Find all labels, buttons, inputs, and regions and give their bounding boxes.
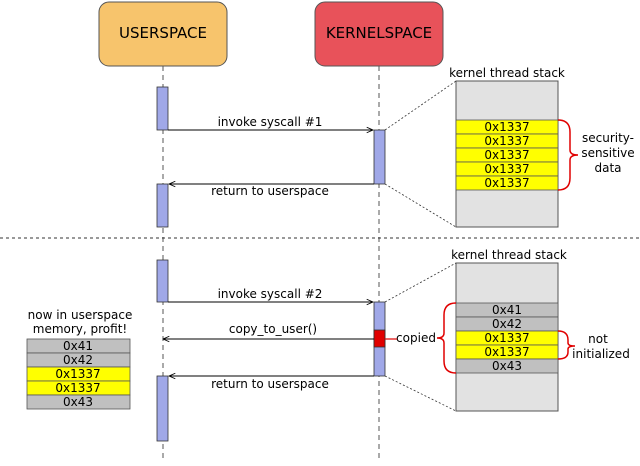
copied-brace-icon (436, 302, 457, 374)
copy-to-user-label: copy_to_user() (229, 322, 317, 336)
userspace-header-label: USERSPACE (119, 24, 207, 42)
user-memory-cell-text: 0x41 (63, 339, 93, 353)
user-activation-3 (156, 259, 169, 303)
top-annotation-line-2: sensitive (581, 146, 634, 160)
copy-marker (373, 329, 386, 348)
top-annotation-line-1: security- (582, 131, 634, 145)
invoke-syscall-1-label: invoke syscall #1 (218, 115, 323, 129)
bottom-stack-cell-text: 0x1337 (484, 345, 529, 359)
user-note-line-2: memory, profit! (33, 322, 127, 336)
top-stack-cell (455, 175, 559, 191)
user-activation-4 (156, 375, 169, 442)
top-stack-cell-text: 0x1337 (484, 148, 529, 162)
top-stack-cell-text: 0x1337 (484, 162, 529, 176)
user-memory-cells: 0x41 0x42 0x1337 0x1337 0x43 (26, 338, 131, 410)
bottom-zoom-line-upper (384, 262, 457, 303)
top-brace-icon (557, 119, 579, 191)
top-stack-cell-text: 0x1337 (484, 176, 529, 190)
bottom-stack-cell-text: 0x42 (492, 317, 522, 331)
bottom-zoom-line-lower (384, 375, 457, 412)
top-stack-cells: 0x1337 0x1337 0x1337 0x1337 0x1337 (455, 119, 559, 191)
top-stack-cell-text: 0x1337 (484, 134, 529, 148)
user-activation-2 (156, 183, 169, 228)
bottom-stack-cell (455, 358, 559, 374)
bottom-stack-cell-text: 0x43 (492, 359, 522, 373)
user-memory-cell-text: 0x1337 (55, 381, 100, 395)
bottom-stack-title: kernel thread stack (451, 248, 567, 262)
not-initialized-line-1: not (588, 332, 608, 346)
copied-label: copied (396, 331, 436, 345)
top-stack-title: kernel thread stack (449, 66, 565, 80)
kernelspace-header-label: KERNELSPACE (326, 24, 432, 42)
top-annotation-line-3: data (594, 161, 621, 175)
not-initialized-line-2: initialized (572, 347, 630, 361)
top-stack-cell-text: 0x1337 (484, 120, 529, 134)
top-zoom-line-upper (384, 80, 457, 131)
return-2-label: return to userspace (211, 377, 329, 391)
invoke-syscall-2-label: invoke syscall #2 (218, 287, 323, 301)
user-note-line-1: now in userspace (28, 308, 133, 322)
user-memory-cell (26, 394, 131, 410)
user-activation-1 (156, 86, 169, 131)
bottom-stack-cell-text: 0x1337 (484, 331, 529, 345)
return-1-label: return to userspace (211, 184, 329, 198)
top-zoom-line-lower (384, 183, 457, 228)
bottom-stack-cells: 0x41 0x42 0x1337 0x1337 0x43 (455, 302, 559, 374)
bottom-stack-cell-text: 0x41 (492, 303, 522, 317)
kernel-activation-1 (373, 129, 386, 185)
user-memory-cell-text: 0x1337 (55, 367, 100, 381)
user-memory-cell-text: 0x42 (63, 353, 93, 367)
not-initialized-brace-icon (557, 330, 576, 360)
user-memory-cell-text: 0x43 (63, 395, 93, 409)
